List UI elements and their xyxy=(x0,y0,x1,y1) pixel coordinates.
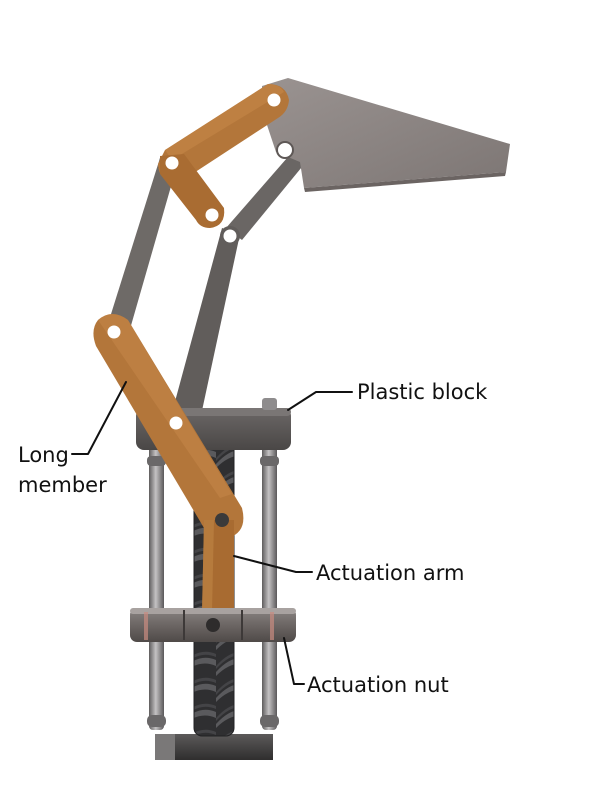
long-member xyxy=(93,314,244,539)
nut-bolt xyxy=(206,618,220,632)
guide-rod-left xyxy=(147,440,166,730)
front-metal-link xyxy=(106,158,178,336)
label-actuation-arm: Actuation arm xyxy=(316,561,464,585)
pivot-pin xyxy=(223,229,237,243)
long-member-leader xyxy=(71,381,127,455)
pivot-pin xyxy=(107,325,121,339)
pivot-pin xyxy=(165,156,179,170)
pivot-pin xyxy=(205,208,219,222)
arm-pin xyxy=(215,513,229,527)
pivot-pin xyxy=(169,416,183,430)
label-actuation-nut: Actuation nut xyxy=(307,673,449,697)
actuation-arm xyxy=(202,513,234,612)
label-plastic-block: Plastic block xyxy=(357,380,488,404)
actuation-arm-leader xyxy=(233,555,313,573)
pivot-pin xyxy=(267,93,281,107)
gripper-jaw xyxy=(262,78,510,192)
label-long-member-line2: member xyxy=(18,473,107,497)
rod-cap xyxy=(262,398,277,410)
label-long-member-line1: Long xyxy=(18,443,69,467)
base-plate xyxy=(155,734,273,760)
plastic-block-leader xyxy=(287,391,353,411)
guide-rod-right xyxy=(260,440,279,730)
small-wood-link xyxy=(160,154,225,228)
jaw-pivot-pin xyxy=(276,141,294,159)
top-wood-link xyxy=(158,84,289,182)
rear-metal-link xyxy=(170,150,306,420)
actuation-nut xyxy=(130,608,296,642)
actuation-nut-leader xyxy=(283,637,305,685)
